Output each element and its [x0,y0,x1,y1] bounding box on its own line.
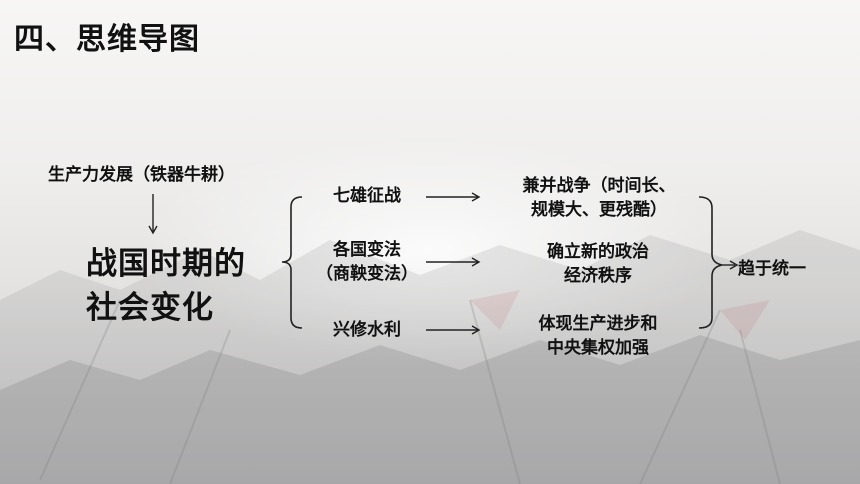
core-line-2: 社会变化 [86,290,214,326]
result-1-line-2: 规模大、更残酷） [531,200,667,220]
event-node-2: 各国变法 （商鞅变法） [302,238,432,286]
result-1-line-1: 兼并战争（时间长、 [522,176,676,196]
event-1-line-1: 七雄征战 [333,186,401,206]
result-3-line-2: 中央集权加强 [547,338,649,358]
event-result-arrow-2 [426,257,481,267]
result-node-2: 确立新的政治 经济秩序 [508,240,688,288]
event-result-arrow-3 [426,325,481,335]
result-3-line-1: 体现生产进步和 [538,314,658,334]
result-2-line-2: 经济秩序 [564,266,632,286]
event-node-3: 兴修水利 [312,318,422,342]
core-node: 战国时期的 社会变化 [86,242,246,330]
result-node-3: 体现生产进步和 中央集权加强 [508,312,688,360]
event-2-line-1: 各国变法 [333,240,401,260]
outcome-node: 趋于统一 [738,259,806,279]
result-node-1: 兼并战争（时间长、 规模大、更残酷） [496,174,702,222]
event-result-arrow-1 [426,192,481,202]
result-2-line-1: 确立新的政治 [547,242,649,262]
right-brace [698,196,723,329]
cause-down-arrow [148,194,158,235]
event-3-line-1: 兴修水利 [333,320,401,340]
page-title: 四、思维导图 [14,22,200,57]
left-brace [281,196,303,329]
core-line-1: 战国时期的 [86,246,246,282]
event-node-1: 七雄征战 [312,184,422,208]
outcome-arrow [722,260,739,270]
cause-node: 生产力发展（铁器牛耕） [48,165,235,185]
event-2-line-2: （商鞅变法） [316,264,418,284]
